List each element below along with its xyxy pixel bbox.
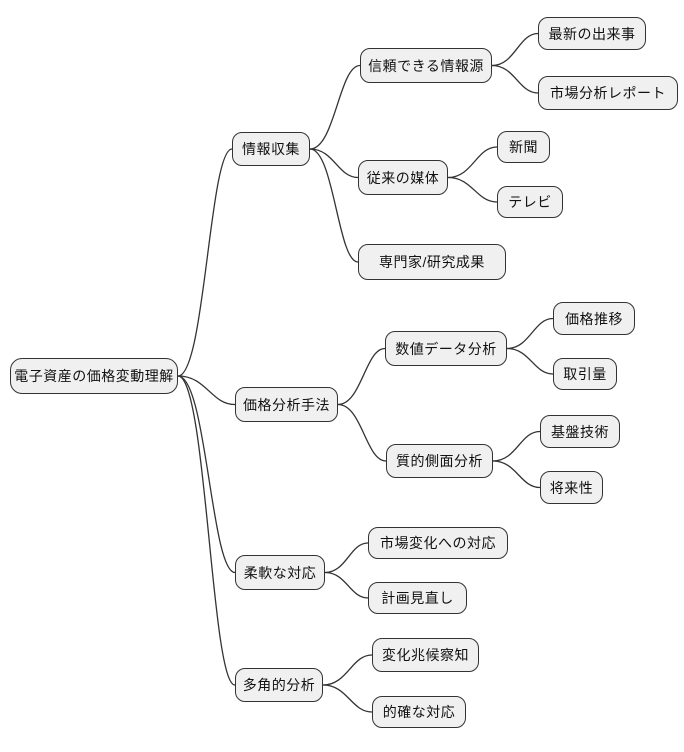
mindmap-node-price-analysis: 価格分析手法 <box>235 387 338 422</box>
mindmap-node-market-change: 市場変化への対応 <box>368 527 508 559</box>
edge-flexible-response-plan-review <box>324 571 369 599</box>
mindmap-node-price-trend: 価格推移 <box>553 302 635 335</box>
edge-root-flexible-response <box>177 375 236 574</box>
edge-traditional-media-newspaper <box>447 146 498 179</box>
edge-flexible-response-market-change <box>324 542 369 574</box>
mindmap-node-experts-research: 専門家/研究成果 <box>358 244 506 280</box>
mindmap-node-flexible-response: 柔軟な対応 <box>235 555 325 590</box>
edge-info-gathering-experts-research <box>309 148 359 263</box>
mindmap-node-newspaper: 新聞 <box>497 131 550 163</box>
mindmap-node-multi-angle: 多角的分析 <box>235 668 323 702</box>
mindmap-node-base-technology: 基盤技術 <box>540 415 620 448</box>
mindmap-node-qualitative: 質的側面分析 <box>386 444 493 478</box>
mindmap-node-root: 電子資産の価格変動理解 <box>10 358 178 394</box>
mindmap-node-accurate-response: 的確な対応 <box>372 696 466 728</box>
mindmap-node-quantitative: 数値データ分析 <box>385 331 507 366</box>
edge-qualitative-future-potential <box>492 460 541 489</box>
edge-root-price-analysis <box>177 375 236 406</box>
edge-quantitative-price-trend <box>506 317 554 350</box>
edge-root-info-gathering <box>177 148 233 377</box>
mindmap-node-market-reports: 市場分析レポート <box>538 76 678 110</box>
edge-price-analysis-qualitative <box>337 403 387 462</box>
mindmap-node-traditional-media: 従来の媒体 <box>358 160 448 195</box>
edge-qualitative-base-technology <box>492 430 541 462</box>
mindmap-node-info-gathering: 情報収集 <box>232 132 310 166</box>
edge-multi-angle-change-signs <box>322 654 373 686</box>
edge-quantitative-trade-volume <box>506 347 554 375</box>
mindmap-node-television: テレビ <box>497 186 563 218</box>
edge-reliable-sources-latest-events <box>491 32 539 67</box>
mindmap-node-plan-review: 計画見直し <box>368 582 467 614</box>
edge-info-gathering-traditional-media <box>309 148 359 179</box>
edge-root-multi-angle <box>177 375 236 686</box>
edge-multi-angle-accurate-response <box>322 684 373 713</box>
edge-reliable-sources-market-reports <box>491 64 539 94</box>
edge-price-analysis-quantitative <box>337 347 386 406</box>
edge-traditional-media-television <box>447 176 498 203</box>
mindmap-node-future-potential: 将来性 <box>540 471 603 504</box>
mindmap-node-trade-volume: 取引量 <box>553 358 617 390</box>
mindmap-node-latest-events: 最新の出来事 <box>538 17 646 50</box>
edge-info-gathering-reliable-sources <box>309 64 361 150</box>
mindmap-node-change-signs: 変化兆候察知 <box>372 638 479 672</box>
mindmap-node-reliable-sources: 信頼できる情報源 <box>360 48 492 83</box>
